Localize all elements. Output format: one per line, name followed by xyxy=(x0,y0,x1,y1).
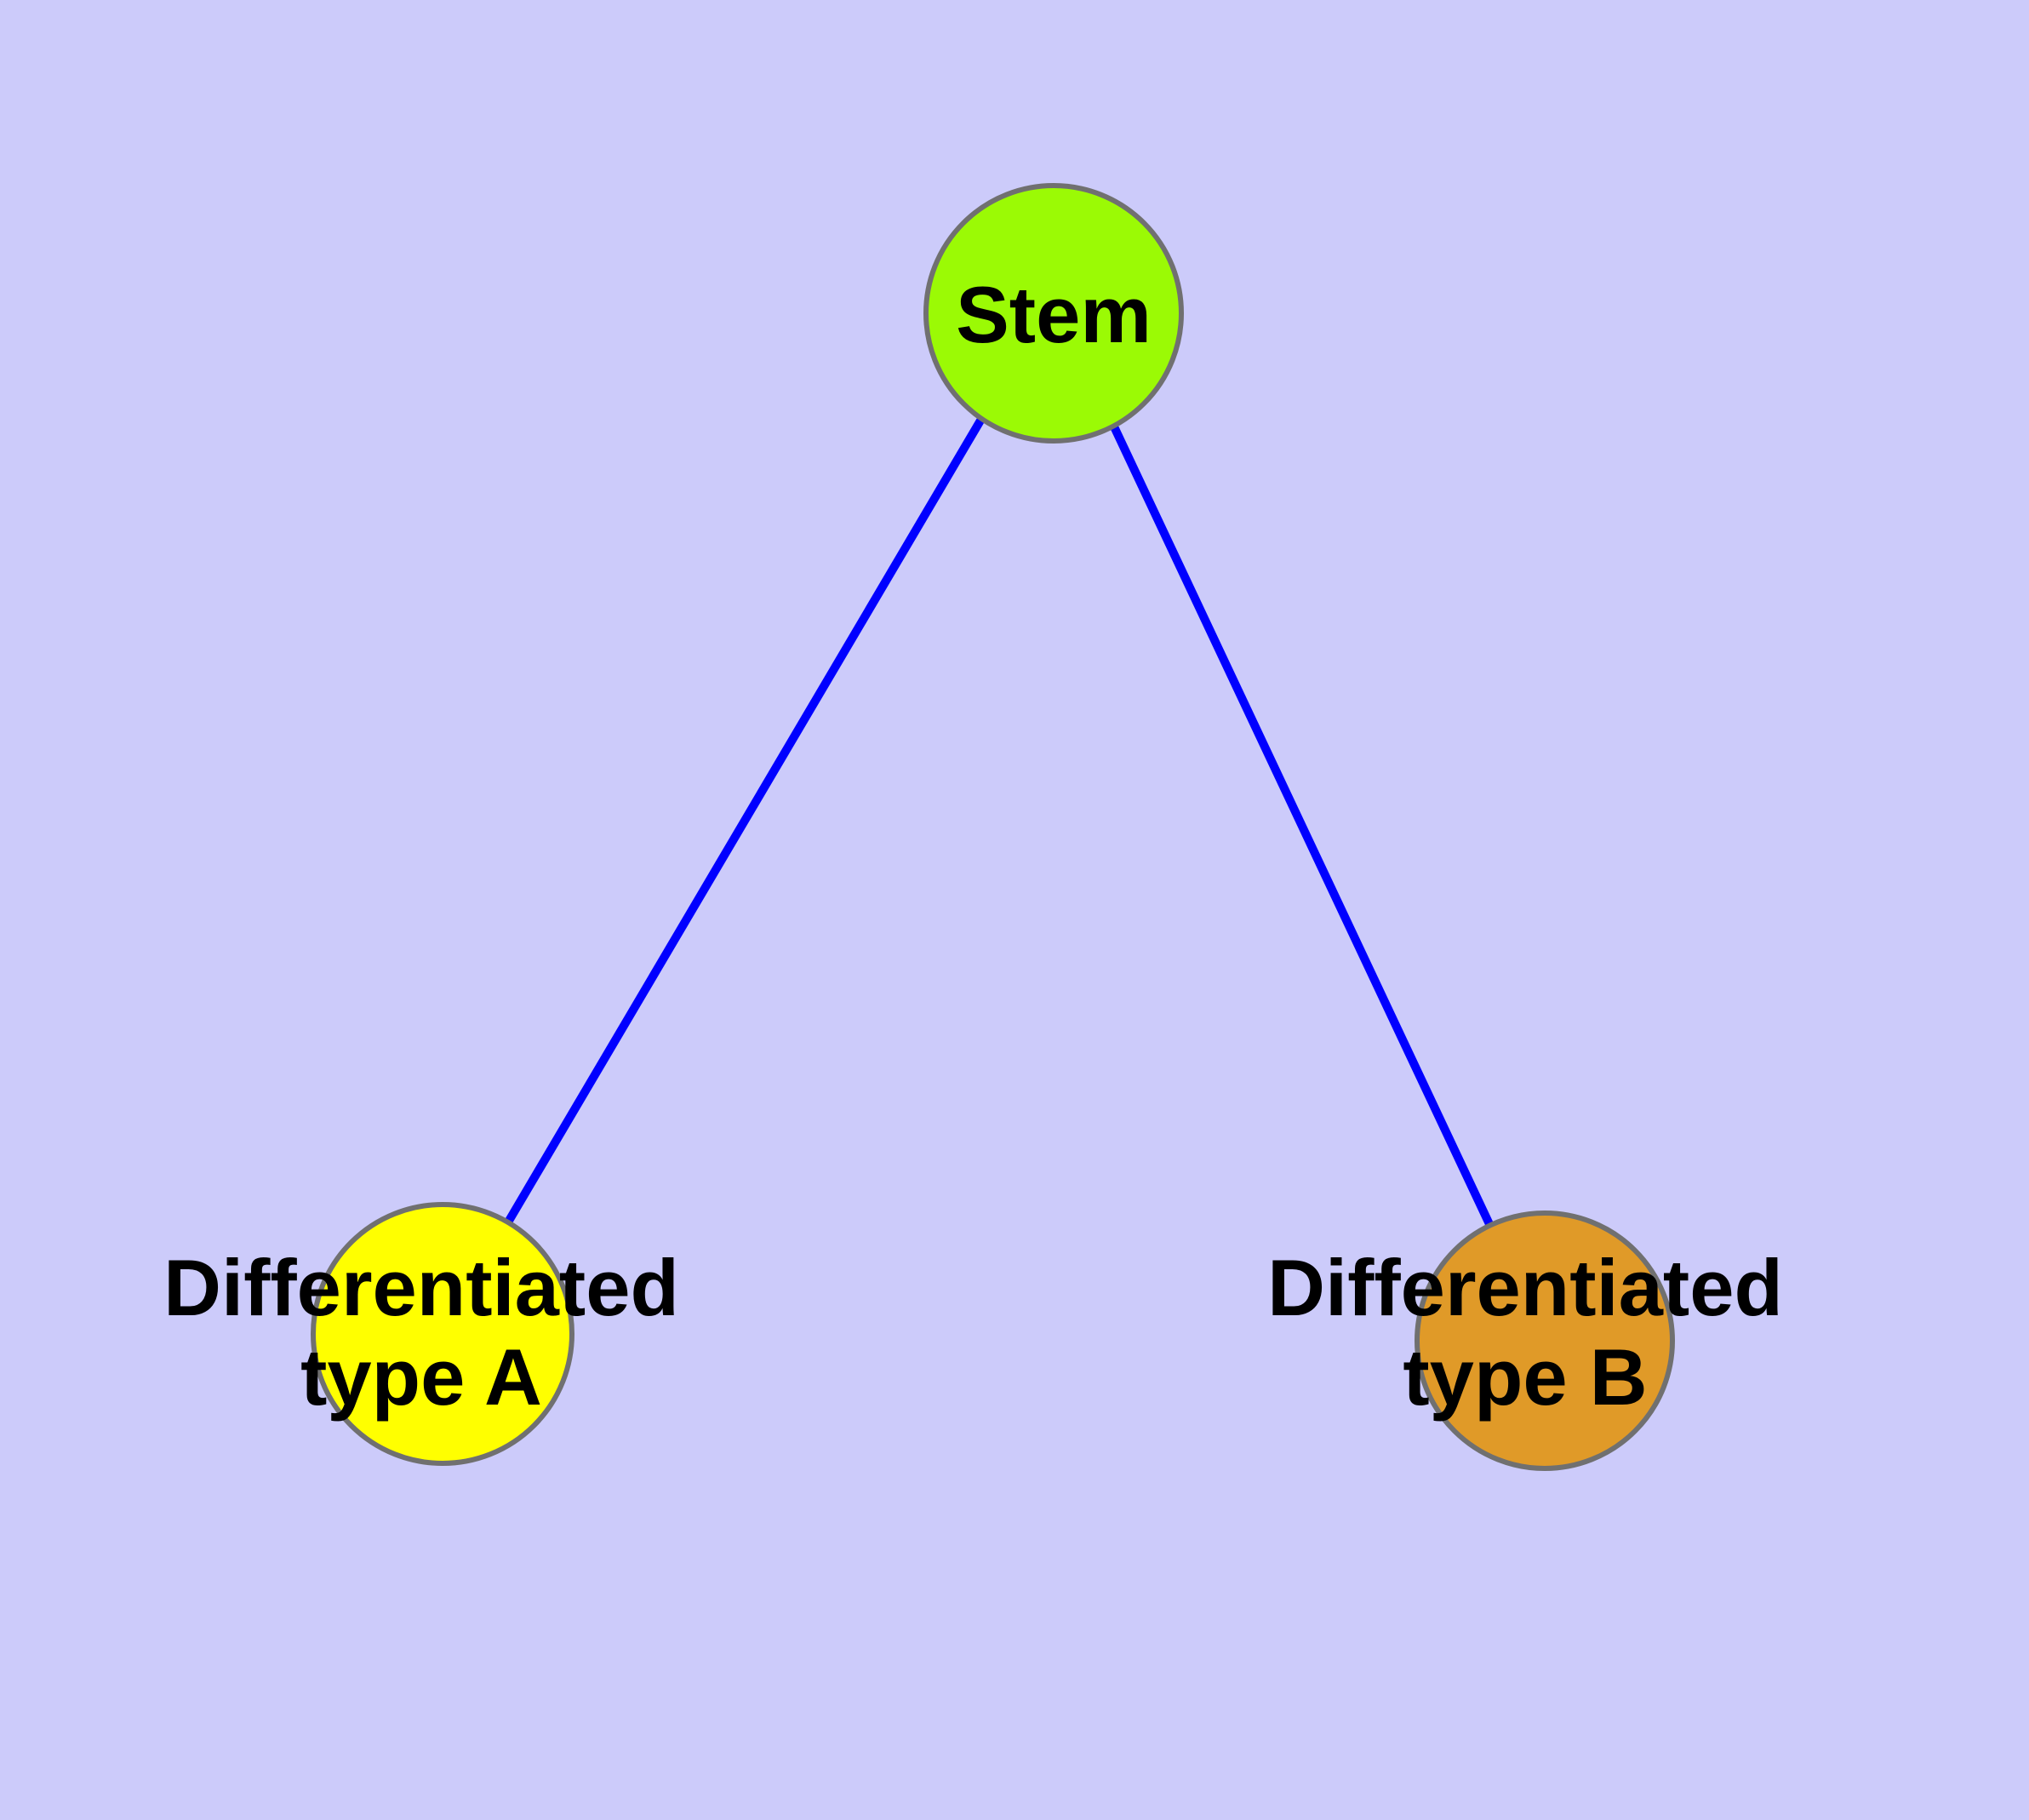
node-stem[interactable]: Stem xyxy=(923,183,1184,444)
edge-stem-to-differentiated-type-a[interactable] xyxy=(505,418,985,1223)
edge-stem-to-differentiated-type-b[interactable] xyxy=(1108,421,1494,1227)
node-differentiated-type-a-circle[interactable] xyxy=(311,1202,574,1466)
node-differentiated-type-a-label-line-2: type A xyxy=(300,1332,542,1422)
node-differentiated-type-b-circle[interactable] xyxy=(1415,1210,1675,1471)
node-differentiated-type-a-label-line-1: Differentiated xyxy=(163,1243,679,1332)
node-differentiated-type-b-label-line-1: Differentiated xyxy=(1267,1243,1783,1332)
edges-layer xyxy=(505,418,1494,1227)
node-stem-label-line-1: Stem xyxy=(956,270,1152,359)
node-differentiated-type-a[interactable]: Differentiated type A xyxy=(163,1202,679,1466)
node-differentiated-type-b-label-line-2: type B xyxy=(1403,1332,1647,1422)
node-stem-circle[interactable] xyxy=(923,183,1184,444)
node-differentiated-type-b[interactable]: Differentiated type B xyxy=(1267,1210,1783,1471)
